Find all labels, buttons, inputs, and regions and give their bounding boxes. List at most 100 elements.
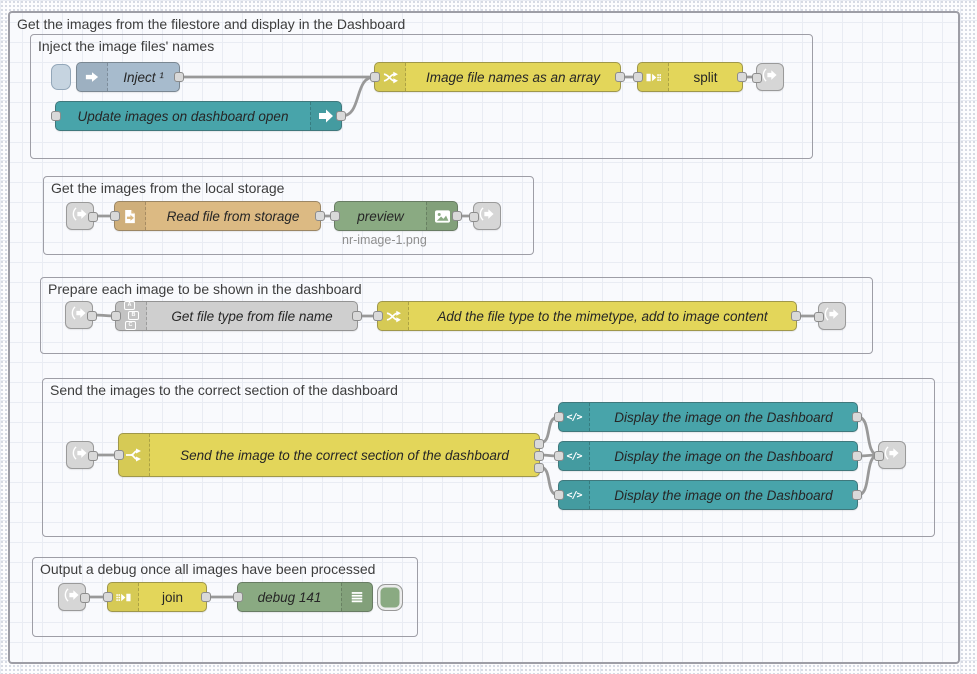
input-port[interactable] xyxy=(51,111,61,121)
wire[interactable] xyxy=(856,453,880,497)
input-port[interactable] xyxy=(752,73,762,83)
input-port[interactable] xyxy=(554,451,564,461)
input-port[interactable] xyxy=(114,450,124,460)
output-port[interactable] xyxy=(174,72,184,82)
output-port[interactable] xyxy=(201,592,211,602)
node-label: Get file type from file name xyxy=(171,308,333,324)
link-in-icon xyxy=(64,587,80,607)
input-port[interactable] xyxy=(373,311,383,321)
node-label: Display the image on the Dashboard xyxy=(614,448,833,464)
switch-node[interactable]: Send the image to the correct section of… xyxy=(114,433,544,477)
group-debug-label: Output a debug once all images have been… xyxy=(40,561,376,577)
link-in-node[interactable] xyxy=(66,202,98,230)
group-storage[interactable]: Get the images from the local storage xyxy=(43,176,534,255)
output-port[interactable] xyxy=(80,593,90,603)
link-out-icon xyxy=(479,206,495,226)
link-in-node[interactable] xyxy=(65,301,97,329)
output-port[interactable] xyxy=(88,451,98,461)
join-node[interactable]: join xyxy=(103,582,211,612)
wire[interactable] xyxy=(856,415,880,457)
output-port[interactable] xyxy=(791,311,801,321)
node-status: nr-image-1.png xyxy=(342,233,427,247)
image-icon xyxy=(426,202,457,230)
debug-node[interactable]: debug 141 xyxy=(233,582,373,612)
group-send-label: Send the images to the correct section o… xyxy=(50,382,398,398)
inject-node[interactable]: Inject ¹ xyxy=(76,62,184,92)
group-storage-label: Get the images from the local storage xyxy=(51,180,285,196)
node-label: preview xyxy=(357,208,404,224)
code-tags-icon: </> xyxy=(559,442,590,470)
debug-toggle-button[interactable] xyxy=(377,584,403,611)
link-in-icon xyxy=(72,206,88,226)
inject-trigger-button[interactable] xyxy=(51,64,71,90)
node-label: Image file names as an array xyxy=(425,69,601,85)
output-port[interactable] xyxy=(852,412,862,422)
input-port[interactable] xyxy=(554,490,564,500)
input-port[interactable] xyxy=(110,211,120,221)
ui-template-node[interactable]: </> Display the image on the Dashboard xyxy=(554,480,862,510)
function-icon xyxy=(378,302,409,330)
link-out-node[interactable] xyxy=(752,63,784,91)
node-label: Read file from storage xyxy=(166,208,300,224)
switch-fork-icon xyxy=(119,434,150,476)
output-port[interactable] xyxy=(336,111,346,121)
ui-template-node[interactable]: </> Display the image on the Dashboard xyxy=(554,402,862,432)
node-label: Send the image to the correct section of… xyxy=(180,447,509,463)
split-node[interactable]: split xyxy=(633,62,747,92)
output-port-1[interactable] xyxy=(534,439,544,449)
output-port[interactable] xyxy=(737,72,747,82)
link-in-icon xyxy=(72,445,88,465)
node-label: split xyxy=(693,69,718,85)
image-preview-node[interactable]: preview xyxy=(330,201,462,231)
link-in-node[interactable] xyxy=(66,441,98,469)
node-label: Display the image on the Dashboard xyxy=(614,487,833,503)
link-out-node[interactable] xyxy=(814,302,846,330)
output-port[interactable] xyxy=(615,72,625,82)
group-send[interactable]: Send the images to the correct section o… xyxy=(42,378,935,537)
input-port[interactable] xyxy=(874,451,884,461)
file-icon xyxy=(115,202,146,230)
input-port[interactable] xyxy=(103,592,113,602)
output-port[interactable] xyxy=(88,212,98,222)
group-inject[interactable]: Inject the image files' names xyxy=(30,34,813,159)
output-port[interactable] xyxy=(315,211,325,221)
wire[interactable] xyxy=(340,75,376,118)
group-prepare[interactable]: Prepare each image to be shown in the da… xyxy=(40,277,873,354)
inject-arrow-icon xyxy=(77,63,108,91)
input-port[interactable] xyxy=(554,412,564,422)
group-debug[interactable]: Output a debug once all images have been… xyxy=(32,557,418,637)
output-port[interactable] xyxy=(352,311,362,321)
output-port[interactable] xyxy=(452,211,462,221)
link-in-node[interactable] xyxy=(58,583,90,611)
input-port[interactable] xyxy=(233,592,243,602)
link-out-icon xyxy=(762,67,778,87)
output-port-2[interactable] xyxy=(534,451,544,461)
node-label: debug 141 xyxy=(257,589,322,605)
file-in-node[interactable]: Read file from storage xyxy=(110,201,325,231)
ui-template-node[interactable]: </> Display the image on the Dashboard xyxy=(554,441,862,471)
function-node[interactable]: Add the file type to the mimetype, add t… xyxy=(373,301,801,331)
link-out-node[interactable] xyxy=(874,441,906,469)
output-port[interactable] xyxy=(852,490,862,500)
link-in-icon xyxy=(71,305,87,325)
code-tags-icon: </> xyxy=(559,481,590,509)
join-icon xyxy=(108,583,139,611)
input-port[interactable] xyxy=(370,72,380,82)
group-prepare-label: Prepare each image to be shown in the da… xyxy=(48,281,362,297)
ui-control-node[interactable]: Update images on dashboard open xyxy=(51,101,346,131)
input-port[interactable] xyxy=(633,72,643,82)
input-port[interactable] xyxy=(330,211,340,221)
output-port[interactable] xyxy=(87,311,97,321)
arrow-right-icon xyxy=(310,102,341,130)
input-port[interactable] xyxy=(469,212,479,222)
code-tags-icon: </> xyxy=(559,403,590,431)
output-port-3[interactable] xyxy=(534,463,544,473)
link-out-node[interactable] xyxy=(469,202,501,230)
input-port[interactable] xyxy=(111,311,121,321)
input-port[interactable] xyxy=(814,312,824,322)
output-port[interactable] xyxy=(852,451,862,461)
function-node[interactable]: Image file names as an array xyxy=(370,62,625,92)
